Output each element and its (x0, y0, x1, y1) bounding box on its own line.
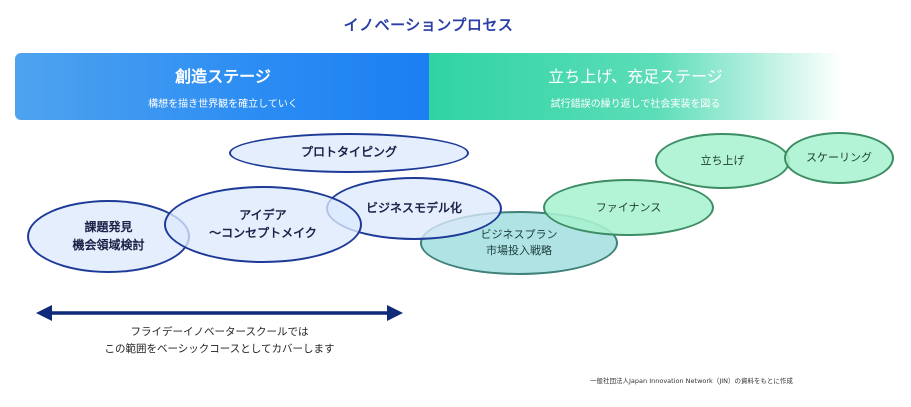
stage-creation-name: 創造ステージ (175, 67, 271, 86)
bubble-finance: ファイナンス (543, 179, 714, 236)
coverage-note-line1: フライデーイノベータースクールでは (130, 326, 309, 338)
coverage-range-arrow (36, 305, 403, 321)
bubble-idea-concept: アイデア 〜コンセプトメイク (164, 186, 362, 263)
coverage-note-line2: この範囲をベーシックコースとしてカバーします (104, 343, 335, 355)
source-credit: 一般社団法人Japan Innovation Network（JIN）の資料をも… (590, 377, 793, 385)
stage-launch-name: 立ち上げ、充足ステージ (548, 67, 723, 86)
bubble-launch: 立ち上げ (655, 133, 790, 189)
stage-creation-banner: 創造ステージ 構想を描き世界観を確立していく (15, 53, 431, 120)
stage-launch-description: 試行錯誤の繰り返しで社会実装を図る (550, 99, 721, 110)
bubble-problem-discovery: 課題発見 機会領域検討 (27, 200, 190, 273)
stage-creation-description: 構想を描き世界観を確立していく (148, 99, 298, 110)
stage-launch-banner: 立ち上げ、充足ステージ 試行錯誤の繰り返しで社会実装を図る (429, 53, 842, 120)
bubble-prototyping: プロトタイピング (229, 133, 469, 173)
diagram-title: イノベーションプロセス (343, 16, 514, 34)
bubble-scaling: スケーリング (784, 132, 894, 184)
